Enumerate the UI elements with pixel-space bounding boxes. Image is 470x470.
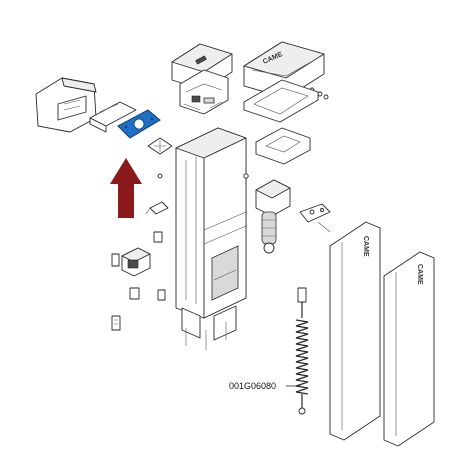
connector-set[interactable] [111,231,166,331]
control-box-part[interactable] [171,43,233,115]
red-arrow-shape [110,158,142,218]
spring-assembly-part[interactable] [295,287,309,415]
handle-loop-part[interactable] [255,127,311,165]
top-cover-part[interactable]: CAME [243,41,325,99]
side-panel-1[interactable]: CAME [329,221,381,441]
key-switch-part[interactable] [145,201,169,215]
cross-plate-part[interactable] [147,137,173,155]
spring-coil [295,319,309,395]
panel-1-logo: CAME [362,236,369,257]
part-code-label: 001G06080 [229,381,276,391]
side-panel-2[interactable]: CAME [383,251,435,447]
lever-arm-part[interactable] [299,203,331,233]
part-code-callout: 001G06080 [229,381,300,391]
highlighted-plate-part[interactable] [117,109,161,139]
screw-set-body [157,173,249,179]
panel-2-logo: CAME [416,264,423,285]
gasket-frame-part[interactable] [243,79,319,123]
cabinet-body-part[interactable] [175,127,247,350]
mounting-bracket-part[interactable] [89,101,137,133]
pointer-arrow [110,158,142,218]
gearmotor-part[interactable] [255,179,291,254]
side-cover-part[interactable] [35,77,97,133]
transformer-part[interactable] [121,247,151,277]
